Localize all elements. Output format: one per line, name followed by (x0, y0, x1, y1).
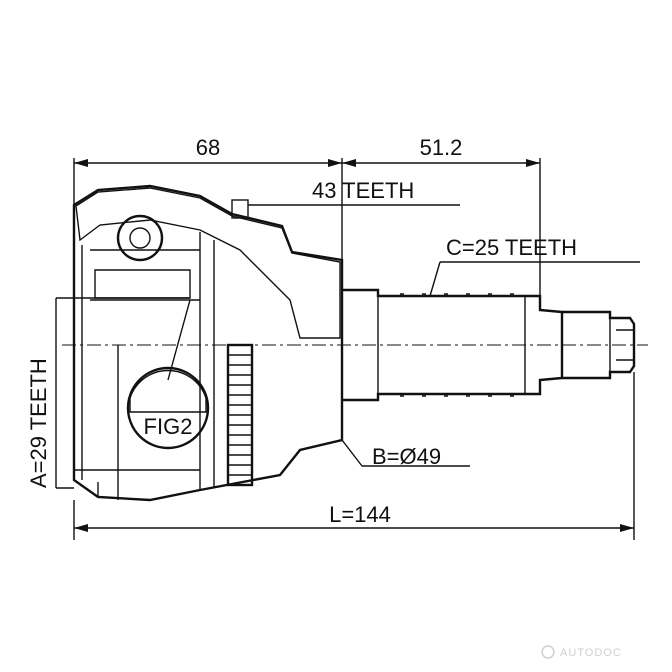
dimension-lines (55, 158, 640, 540)
fig2-detail-circle (126, 366, 210, 450)
fig2-label: FIG2 (144, 414, 193, 439)
housing-section-top (75, 187, 341, 339)
svg-text:AUTODOC: AUTODOC (560, 647, 622, 659)
housing-tab (231, 199, 249, 219)
cv-housing (72, 184, 344, 502)
ball-bearing (116, 214, 164, 262)
seal-diameter-label: B=Ø49 (372, 444, 441, 469)
total-length-label: L=144 (329, 502, 391, 527)
inner-race-section (94, 269, 191, 299)
inner-teeth-label: A=29 TEETH (26, 358, 51, 488)
autodoc-watermark: AUTODOC (541, 645, 622, 659)
outer-teeth-label: 43 TEETH (312, 178, 414, 203)
output-shaft (342, 288, 636, 402)
abs-ring (226, 343, 254, 487)
housing-length-label: 68 (196, 135, 220, 160)
shaft-length-label: 51.2 (420, 135, 463, 160)
shaft-teeth-label: C=25 TEETH (446, 235, 577, 260)
